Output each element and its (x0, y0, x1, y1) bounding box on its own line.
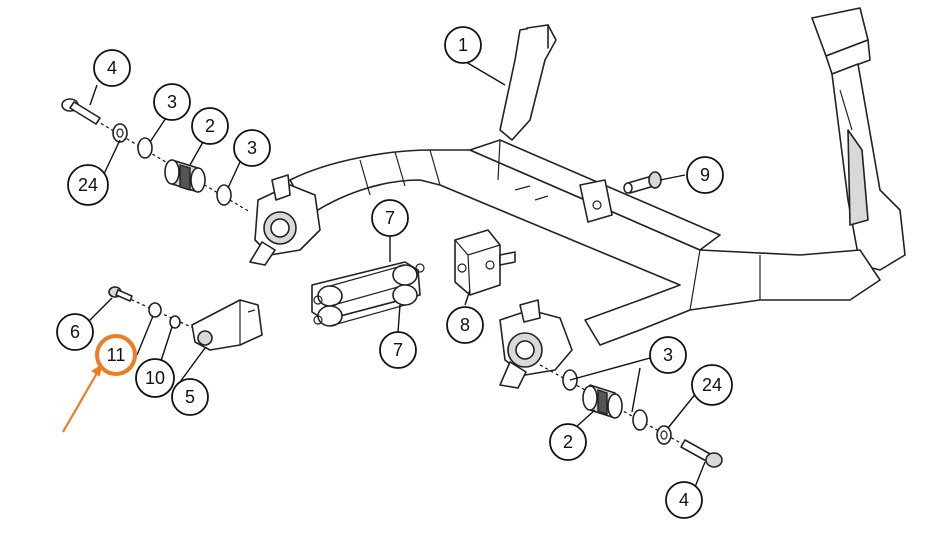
callout-part-4-right: 4 (665, 481, 703, 519)
callout-part-24-right: 24 (691, 364, 733, 406)
callout-label: 7 (385, 208, 395, 228)
callout-part-4-left: 4 (93, 49, 131, 87)
callout-label: 10 (145, 368, 165, 388)
bracket-8 (454, 229, 516, 296)
small-bracket-assembly (108, 286, 263, 351)
callout-part-9: 9 (686, 156, 724, 194)
callout-label: 3 (167, 92, 177, 112)
callout-label: 4 (679, 490, 689, 510)
callout-label: 3 (247, 138, 257, 158)
highlight-arrow (62, 363, 103, 433)
callout-label: 2 (563, 432, 573, 452)
callout-part-2-left: 2 (191, 107, 229, 145)
callout-part-7-top: 7 (371, 199, 409, 237)
callout-part-2-right: 2 (549, 423, 587, 461)
center-stand-frame (249, 7, 906, 389)
callout-label: 6 (70, 322, 80, 342)
callout-label: 7 (393, 340, 403, 360)
callout-label: 24 (78, 175, 98, 195)
callout-label: 4 (107, 58, 117, 78)
callout-label: 8 (460, 315, 470, 335)
leader-lines (84, 61, 706, 493)
callout-part-3-right: 3 (649, 336, 687, 374)
callout-part-24-left: 24 (67, 164, 109, 206)
callout-part-8: 8 (446, 306, 484, 344)
callout-part-3-left-a: 3 (153, 83, 191, 121)
callout-label: 1 (458, 35, 468, 55)
callout-part-7-bottom: 7 (379, 331, 417, 369)
callout-label: 3 (663, 345, 673, 365)
rubber-stops-7 (311, 261, 425, 327)
callout-label: 9 (700, 165, 710, 185)
callout-part-1: 1 (444, 26, 482, 64)
callout-label: 11 (107, 345, 126, 365)
callout-part-5: 5 (171, 378, 209, 416)
right-bushing-stack (539, 364, 723, 468)
callout-part-3-left-b: 3 (233, 129, 271, 167)
callout-part-10: 10 (135, 358, 175, 398)
callout-label: 5 (185, 387, 195, 407)
callout-part-11-highlighted: 11 (95, 334, 137, 376)
highlight-ring (95, 334, 137, 376)
left-bushing-stack (61, 98, 251, 213)
callout-part-6: 6 (56, 313, 94, 351)
callout-label: 2 (205, 116, 215, 136)
callout-label: 24 (702, 375, 722, 395)
bolt-9 (623, 171, 662, 194)
